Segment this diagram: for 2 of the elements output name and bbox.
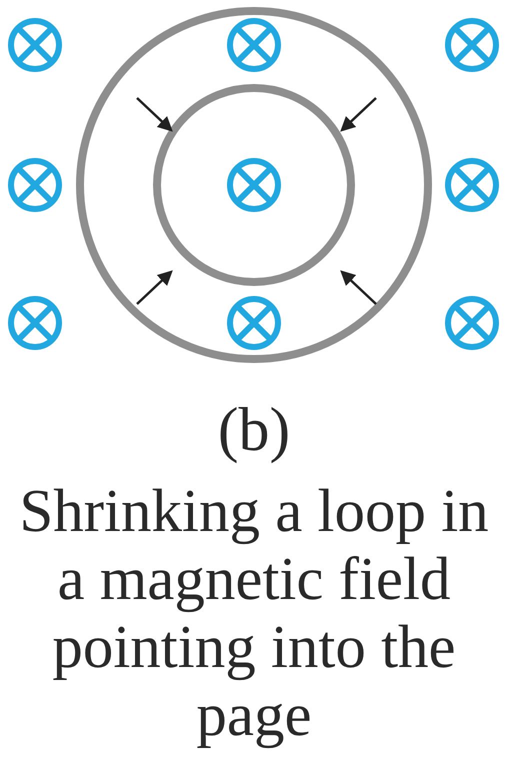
caption: Shrinking a loop in a magnetic field pointing into the page (18, 478, 490, 750)
figure-label: (b) (216, 395, 292, 465)
